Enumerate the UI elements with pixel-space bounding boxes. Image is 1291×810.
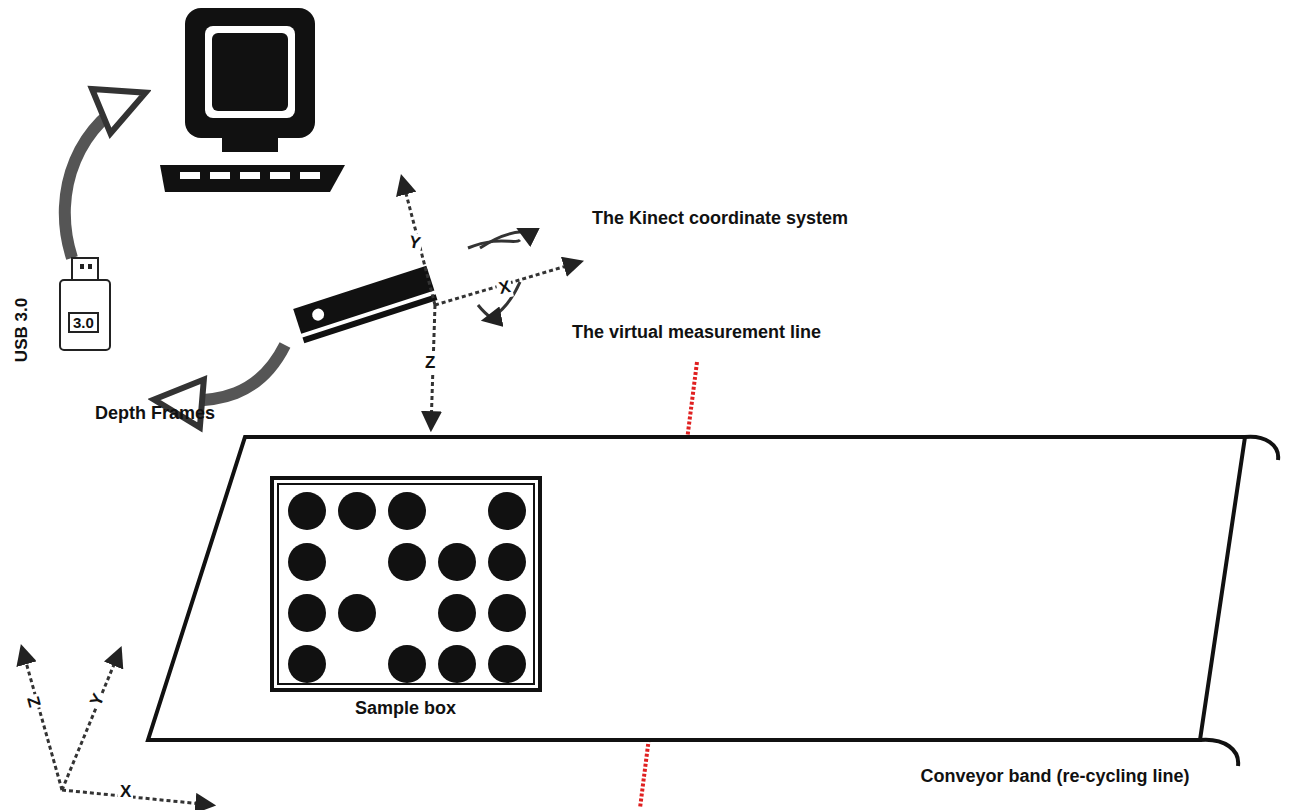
computer-icon [160, 8, 345, 192]
depth-arrow [160, 345, 285, 401]
kinect-sensor [293, 266, 437, 344]
annotation-label: Depth Frames [95, 403, 215, 424]
axis-label: X [495, 277, 514, 300]
rotation-arrow [468, 240, 520, 320]
node-label: Conveyor band (re-cycling line) [920, 766, 1190, 787]
axis-label: X [118, 782, 133, 802]
axis-label: Y [405, 232, 424, 255]
annotation-label: The Kinect coordinate system [592, 208, 848, 229]
axis-label: Z [22, 692, 45, 711]
node-label: Sample box [355, 698, 456, 719]
node-label: 3.0 [68, 312, 99, 333]
sample-box-outline [270, 476, 542, 696]
kinect-axes [402, 178, 580, 428]
transfer-arrow [65, 95, 140, 258]
sample-box: Sample box [270, 476, 542, 726]
annotation-label: USB 3.0 [12, 298, 32, 362]
axis-label: Y [85, 689, 110, 711]
axis-label: Z [423, 353, 437, 373]
usb-stick: 3.0 [58, 278, 112, 353]
conveyor-band: Conveyor band (re-cycling line) Sample bo… [140, 430, 1290, 810]
usb-stick [72, 258, 98, 280]
annotation-label: The virtual measurement line [572, 322, 821, 343]
